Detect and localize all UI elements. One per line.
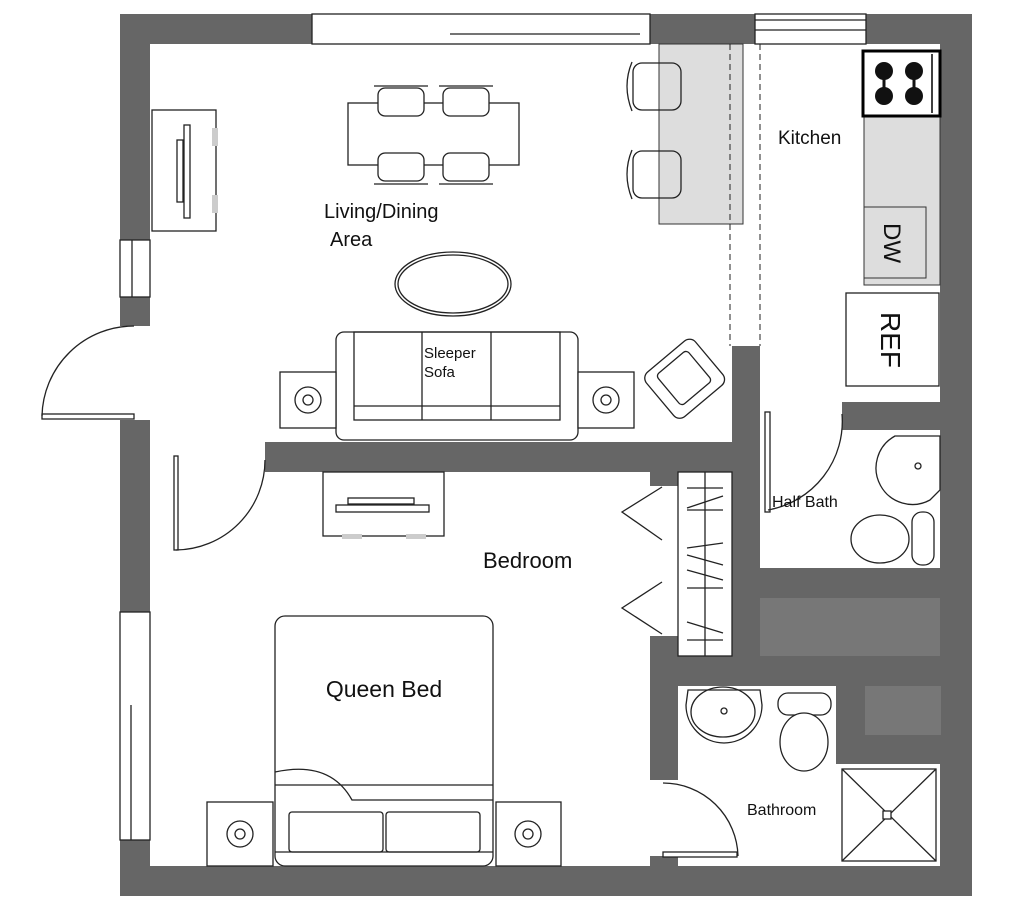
window-kitchen-top bbox=[754, 13, 867, 45]
closet bbox=[620, 471, 733, 657]
toilet-icon bbox=[850, 511, 935, 566]
bathroom-door[interactable] bbox=[662, 782, 739, 858]
queen-bed-label: Queen Bed bbox=[326, 676, 442, 702]
entry-door[interactable] bbox=[41, 325, 152, 420]
window-bedroom-left bbox=[119, 611, 151, 841]
living-dining-label-line1: Living/Dining bbox=[324, 201, 439, 223]
sink-icon bbox=[875, 435, 941, 506]
bathroom-fixtures: Bathroom bbox=[685, 686, 937, 862]
dresser-tv bbox=[322, 471, 445, 539]
bathroom-label: Bathroom bbox=[747, 802, 816, 819]
nightstand-lamp-icon bbox=[495, 801, 562, 867]
half-bath-door[interactable] bbox=[764, 411, 843, 513]
dishwasher bbox=[863, 206, 927, 279]
sleeper-sofa-label-line2: Sofa bbox=[424, 364, 456, 381]
stove-icon bbox=[861, 49, 942, 118]
sleeper-sofa-label-line1: Sleeper bbox=[424, 345, 476, 362]
tv-stand bbox=[151, 109, 218, 232]
refrigerator-label: REF bbox=[875, 312, 906, 368]
kitchen-label: Kitchen bbox=[778, 128, 841, 149]
shaft-2 bbox=[865, 686, 941, 735]
bathroom-doorway bbox=[650, 780, 678, 856]
window-living-top bbox=[311, 13, 651, 45]
bedroom-label: Bedroom bbox=[483, 548, 572, 573]
dishwasher-label: DW bbox=[878, 223, 905, 263]
half-bath-doorway bbox=[760, 402, 842, 432]
dining-table bbox=[347, 85, 520, 185]
bar-stool bbox=[626, 149, 682, 200]
closet-door-recess bbox=[650, 486, 678, 636]
breakfast-bar bbox=[658, 43, 744, 225]
toilet-icon bbox=[777, 692, 832, 772]
oval-rug bbox=[394, 251, 512, 317]
nightstand-lamp-icon bbox=[206, 801, 274, 867]
shaft-1 bbox=[760, 598, 940, 656]
shower-icon bbox=[841, 768, 937, 862]
kitchen-fixtures: DW REF Kitchen bbox=[626, 43, 942, 387]
entry-hall bbox=[150, 420, 265, 472]
end-table-lamp-icon bbox=[577, 371, 635, 429]
end-table-lamp-icon bbox=[279, 371, 337, 429]
armchair bbox=[644, 338, 726, 419]
living-furniture: Living/Dining Area Sleeper Sofa bbox=[151, 85, 726, 441]
living-dining-label-line2: Area bbox=[330, 229, 373, 251]
windows bbox=[119, 13, 867, 841]
bedroom-furniture: Bedroom Queen Bed bbox=[206, 471, 733, 867]
window-living-left bbox=[119, 239, 151, 298]
refrigerator bbox=[845, 292, 940, 387]
bedroom-door[interactable] bbox=[173, 455, 266, 551]
queen-bed bbox=[274, 615, 494, 867]
half-bath-fixtures: Half Bath bbox=[772, 435, 941, 566]
bar-stool bbox=[626, 61, 682, 112]
half-bath-label: Half Bath bbox=[772, 494, 838, 511]
sink-icon bbox=[685, 686, 763, 744]
